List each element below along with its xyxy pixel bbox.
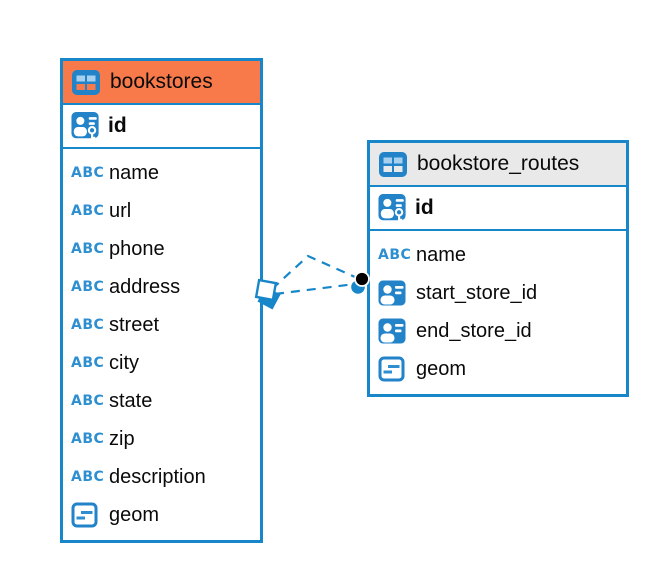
column-row[interactable]: ABC name bbox=[370, 236, 626, 274]
text-type-icon: ABC bbox=[71, 203, 105, 219]
column-list: ABC name ABC url ABC phone ABC address A… bbox=[63, 149, 260, 540]
column-row[interactable]: geom bbox=[370, 350, 626, 388]
table-icon bbox=[72, 69, 100, 95]
column-row[interactable]: ABC description bbox=[63, 458, 260, 496]
text-type-icon: ABC bbox=[71, 317, 105, 333]
column-label: name bbox=[109, 161, 160, 184]
column-label: start_store_id bbox=[416, 281, 538, 304]
column-label: address bbox=[109, 275, 181, 298]
relationship-link-bent[interactable] bbox=[271, 254, 356, 290]
column-row[interactable]: ABC phone bbox=[63, 230, 260, 268]
column-label: zip bbox=[109, 427, 135, 450]
column-row-id[interactable]: id bbox=[63, 105, 260, 149]
primary-key-icon bbox=[378, 192, 407, 225]
column-label: street bbox=[109, 313, 160, 336]
table-bookstore-routes[interactable]: bookstore_routes id ABC name bbox=[367, 140, 629, 397]
text-type-icon: ABC bbox=[71, 431, 105, 447]
text-type-icon: ABC bbox=[71, 393, 105, 409]
column-row[interactable]: end_store_id bbox=[370, 312, 626, 350]
column-label: name bbox=[416, 243, 467, 266]
primary-key-icon bbox=[71, 110, 100, 143]
column-label: state bbox=[109, 389, 153, 412]
column-label: phone bbox=[109, 237, 165, 260]
table-title: bookstores bbox=[110, 70, 213, 93]
column-label: description bbox=[109, 465, 206, 488]
table-bookstores[interactable]: bookstores id ABC name bbox=[60, 58, 263, 543]
table-header[interactable]: bookstores bbox=[63, 61, 260, 105]
column-label: city bbox=[109, 351, 139, 374]
column-row[interactable]: start_store_id bbox=[370, 274, 626, 312]
column-label: geom bbox=[109, 503, 160, 526]
column-row[interactable]: ABC address bbox=[63, 268, 260, 306]
column-row[interactable]: ABC state bbox=[63, 382, 260, 420]
text-type-icon: ABC bbox=[71, 279, 105, 295]
column-list: ABC name start_store_id bbox=[370, 231, 626, 394]
text-type-icon: ABC bbox=[378, 247, 412, 263]
column-label: geom bbox=[416, 357, 467, 380]
foreign-key-icon bbox=[378, 280, 407, 306]
table-header[interactable]: bookstore_routes bbox=[370, 143, 626, 187]
column-row[interactable]: ABC zip bbox=[63, 420, 260, 458]
geometry-type-icon bbox=[71, 502, 100, 528]
column-row[interactable]: ABC name bbox=[63, 154, 260, 192]
column-row-id[interactable]: id bbox=[370, 187, 626, 231]
column-row[interactable]: ABC street bbox=[63, 306, 260, 344]
column-row[interactable]: ABC url bbox=[63, 192, 260, 230]
text-type-icon: ABC bbox=[71, 165, 105, 181]
text-type-icon: ABC bbox=[71, 355, 105, 371]
column-label: url bbox=[109, 199, 132, 222]
relationship-line[interactable] bbox=[274, 282, 356, 296]
text-type-icon: ABC bbox=[71, 469, 105, 485]
relationship-link-direct[interactable] bbox=[274, 282, 356, 296]
column-label: end_store_id bbox=[416, 319, 532, 342]
relationship-line[interactable] bbox=[271, 254, 356, 290]
column-row[interactable]: geom bbox=[63, 496, 260, 534]
table-icon bbox=[379, 151, 407, 177]
text-type-icon: ABC bbox=[71, 241, 105, 257]
geometry-type-icon bbox=[378, 356, 407, 382]
foreign-key-icon bbox=[378, 318, 407, 344]
primary-key-label: id bbox=[108, 114, 127, 137]
primary-key-label: id bbox=[415, 196, 434, 219]
table-title: bookstore_routes bbox=[417, 152, 580, 175]
column-row[interactable]: ABC city bbox=[63, 344, 260, 382]
